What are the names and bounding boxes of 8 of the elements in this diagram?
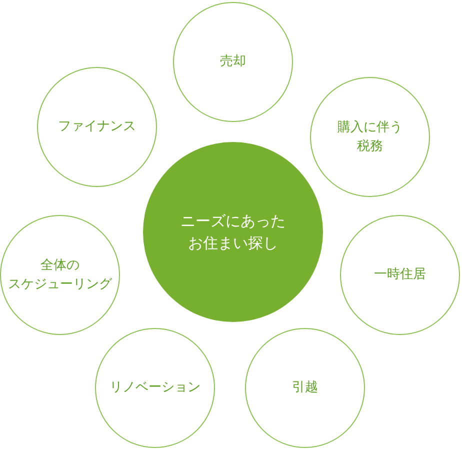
circle-label: 引越 — [292, 379, 318, 398]
circle-label: 全体のスケジューリング — [8, 256, 112, 294]
circle-label: ファイナンス — [58, 118, 136, 136]
circle-label: 売却 — [220, 53, 246, 72]
circle-label: ニーズにあったお住まい探し — [180, 210, 286, 254]
circle-label: 一時住居 — [374, 266, 426, 284]
circle-label: 購入に伴う税務 — [338, 118, 402, 156]
circle-label: リノベーション — [110, 379, 200, 398]
